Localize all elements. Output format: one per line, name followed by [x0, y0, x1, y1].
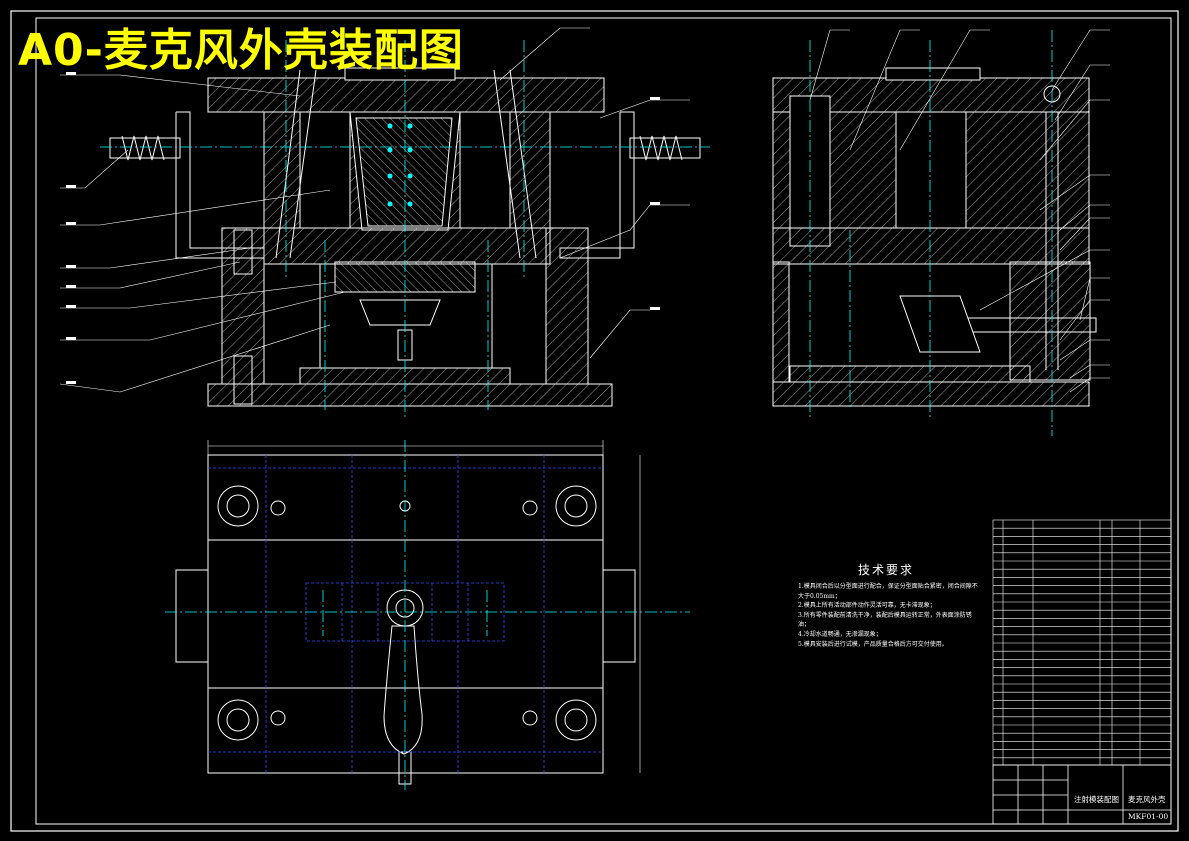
- tech-req-item: 2.模具上所有活动部件动作灵活可靠，无卡滞现象；: [798, 602, 936, 610]
- front-view-holes: [387, 123, 413, 207]
- plan-view-hidden: [208, 455, 603, 773]
- side-view-leaders: [809, 29, 1110, 393]
- title-block-drawing-number: MKF01-00: [1128, 812, 1169, 821]
- front-view-centerlines: [100, 40, 710, 420]
- drawing-border: [10, 10, 1179, 832]
- plan-view-centerlines: [165, 440, 690, 790]
- inner-border: [35, 17, 1172, 825]
- tech-req-item: 4.冷却水道畅通，无渗漏现象；: [798, 630, 882, 638]
- front-section-view: [109, 67, 701, 407]
- side-section-view: [772, 67, 1097, 407]
- side-view-centerlines: [809, 30, 1053, 436]
- drawing-title: A0-麦克风外壳装配图: [18, 25, 464, 76]
- title-block: [992, 764, 1172, 825]
- parts-list-table: [992, 519, 1172, 766]
- plan-view: [175, 454, 636, 785]
- tech-req-item: 1.模具闭合后以分型面进行配合，保证分型面贴合紧密，闭合间隙不大于0.05mm；: [798, 583, 978, 600]
- front-view-leaders: [59, 27, 690, 393]
- title-block-drawing-name: 注射模装配图: [1074, 795, 1119, 804]
- technical-requirements-list: 1.模具闭合后以分型面进行配合，保证分型面贴合紧密，闭合间隙不大于0.05mm；…: [798, 582, 978, 649]
- tech-req-item: 3.所有零件装配前清洗干净，装配后模具运转正常，外表面涂防锈油；: [798, 611, 972, 629]
- plan-view-dimension: [207, 440, 641, 773]
- technical-requirements-heading: 技术要求: [858, 563, 915, 577]
- tech-req-item: 5.模具安装后进行试模，产品质量合格后方可交付使用。: [798, 640, 948, 648]
- front-view-balloon-dots: [66, 72, 660, 384]
- title-block-part-name: 麦克风外壳: [1128, 795, 1166, 804]
